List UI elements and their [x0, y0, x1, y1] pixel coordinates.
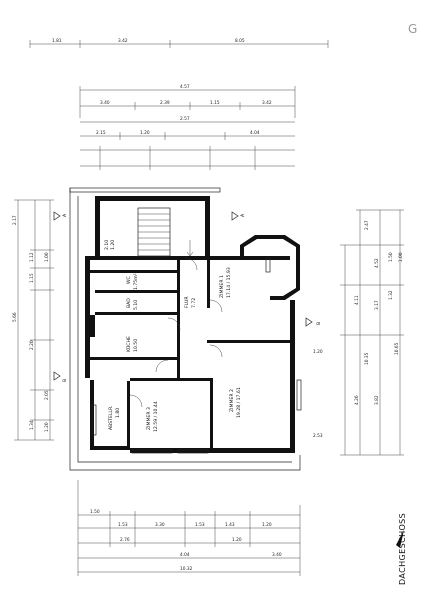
room-treppe-line1: 2.10	[104, 240, 110, 250]
dim-left-6: 2.20	[29, 340, 35, 350]
left-dimension-chains: 2.17 1.12 1.15 1.00 5.66 2.20 2.05 1.34 …	[12, 199, 54, 441]
room-bad-area: 5.10	[133, 300, 139, 310]
room-zimmer2-name: ZIMMER 2	[229, 389, 235, 412]
dim-right-9: 3.82	[374, 395, 380, 405]
dim-top-5: 3.40	[100, 100, 110, 106]
dim-bottom-8: 1.20	[232, 537, 242, 543]
room-wc-name: WC	[126, 276, 132, 284]
dim-left-7: 2.05	[44, 390, 50, 400]
section-arrow-b-left	[53, 371, 61, 381]
dim-right-10: 10.35	[364, 352, 370, 365]
section-marker-a-left: A	[62, 213, 68, 217]
bottom-dimension-chains: 1.50 1.53 3.30 1.53 1.43 1.20 2.76 1.20 …	[77, 480, 301, 576]
room-zimmer3-area: 12.59 / 10.44	[153, 401, 159, 432]
dim-right-4: 1.50	[388, 252, 394, 262]
dim-left-2: 1.12	[29, 252, 35, 262]
dim-bottom-10: 3.40	[272, 552, 282, 558]
dim-right-11: 10.65	[394, 342, 400, 355]
dim-top-3: 8.05	[235, 38, 245, 44]
room-wc-area: 1.75m²	[133, 273, 139, 290]
room-labels: 2.10 1.20 WC 1.75m² BAD 5.10 FLUR 7.72 K…	[104, 240, 242, 432]
dim-top-6: 2.39	[160, 100, 170, 106]
dim-top-1: 1.81	[52, 38, 62, 44]
north-arrow-icon	[396, 530, 404, 548]
room-zimmer1-name: ZIMMER 1	[219, 275, 225, 298]
dim-right-7: 1.32	[388, 290, 394, 300]
dim-right-13: 2.53	[313, 433, 323, 439]
dim-right-2: 4.52	[374, 258, 380, 268]
plan-title: DACHGESCHOSS	[398, 513, 407, 585]
room-bad-name: BAD	[126, 298, 132, 308]
dim-bottom-5: 1.43	[225, 522, 235, 528]
building-walls	[69, 187, 302, 471]
room-treppe-line2: 1.20	[110, 240, 116, 250]
dim-left-5: 5.66	[12, 312, 18, 322]
dim-top-2: 3.42	[118, 38, 128, 44]
dim-right-1: 2.47	[364, 220, 370, 230]
top-dimension-chains: 1.81 3.42 8.05 4.57 3.40 2.39 1.15 3.42 …	[29, 38, 329, 170]
dim-right-12: 1.20	[313, 349, 323, 355]
room-zimmer2-area: 19.28 / 17.61	[236, 387, 242, 418]
section-markers: A A B B	[53, 211, 322, 382]
section-marker-a-right: A	[240, 213, 246, 217]
room-kueche-name: KÜCHE	[125, 336, 132, 352]
corner-mark: G	[408, 22, 417, 36]
section-arrow-a-left	[53, 211, 61, 221]
dim-bottom-7: 2.76	[120, 537, 130, 543]
dim-bottom-9: 4.04	[180, 552, 190, 558]
dim-top-11: 1.20	[140, 130, 150, 136]
dim-top-9: 2.57	[180, 116, 190, 122]
dim-bottom-1: 1.50	[90, 509, 100, 515]
room-zimmer3-name: ZIMMER 3	[146, 407, 152, 430]
right-dimension-chains: 2.47 4.52 4.11 1.50 1.00 3.17 1.32 4.26 …	[313, 209, 404, 456]
room-flur-name: FLUR	[184, 296, 190, 308]
plan-title-group: DACHGESCHOSS	[396, 513, 407, 585]
dim-right-8: 4.26	[354, 395, 360, 405]
dim-left-8: 1.34	[29, 420, 35, 430]
dim-left-4: 1.00	[44, 252, 50, 262]
dim-top-10: 2.15	[96, 130, 106, 136]
dim-right-3: 4.11	[354, 295, 360, 305]
dim-left-9: 1.20	[44, 422, 50, 432]
dim-top-8: 3.42	[262, 100, 272, 106]
room-flur-area: 7.72	[191, 298, 197, 308]
dim-left-1: 2.17	[12, 215, 18, 225]
dim-bottom-6: 1.20	[262, 522, 272, 528]
dim-left-3: 1.15	[29, 273, 35, 283]
dim-bottom-2: 1.53	[118, 522, 128, 528]
dim-right-5: 1.00	[398, 252, 404, 262]
room-abstellraum-name: ABSTELLR.	[108, 406, 114, 430]
section-arrow-a-right	[231, 211, 239, 221]
room-zimmer1-area: 17.14 / 15.93	[226, 267, 232, 298]
dim-top-7: 1.15	[210, 100, 220, 106]
dim-top-4: 4.57	[180, 84, 190, 90]
section-arrow-b-right	[305, 317, 313, 327]
section-marker-b-left: B	[62, 379, 68, 382]
dim-bottom-4: 1.53	[195, 522, 205, 528]
section-marker-b-right: B	[316, 322, 322, 325]
dim-bottom-3: 3.30	[155, 522, 165, 528]
room-abstellraum-area: 1.80	[115, 408, 121, 418]
room-kueche-area: 10.50	[133, 339, 139, 352]
dim-top-12: 4.04	[250, 130, 260, 136]
dim-right-6: 3.17	[374, 300, 380, 310]
dim-bottom-11: 10.32	[180, 566, 193, 572]
